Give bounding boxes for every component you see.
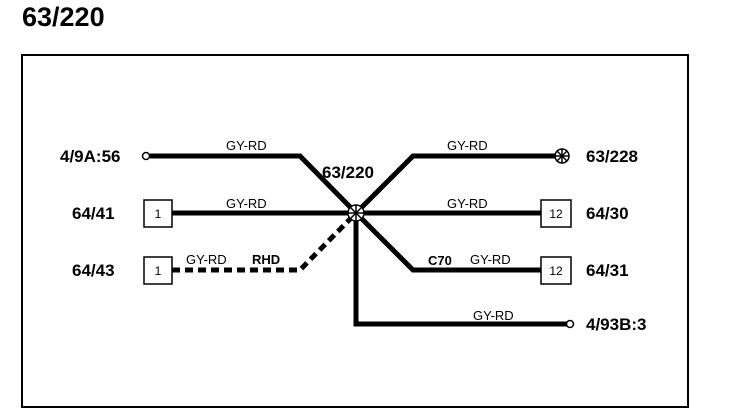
wire-64-43-color: GY-RD <box>186 252 227 267</box>
terminal-4-9a-icon[interactable] <box>141 151 151 161</box>
wire-64-30-color: GY-RD <box>447 196 488 211</box>
connector-4-9a-label: 4/9A:56 <box>60 147 120 166</box>
splice-label: 63/220 <box>322 163 374 182</box>
wire-64-31-color: GY-RD <box>470 252 511 267</box>
wire-64-43[interactable] <box>172 211 358 273</box>
wire-64-31-note: C70 <box>428 253 452 268</box>
connector-64-31-label: 64/31 <box>586 261 629 280</box>
connector-64-41-label: 64/41 <box>72 204 115 223</box>
connector-64-43-label: 64/43 <box>72 261 115 280</box>
connector-64-31-pin: 12 <box>549 264 563 278</box>
wire-4-93b[interactable] <box>353 213 567 327</box>
connector-64-41-box[interactable] <box>143 199 173 228</box>
diagram-frame <box>21 54 689 408</box>
connector-64-30-label: 64/30 <box>586 204 629 223</box>
wire-63-228-color: GY-RD <box>447 138 488 153</box>
lamp-63-228-icon[interactable] <box>554 148 570 164</box>
page-title: 63/220 <box>22 2 105 32</box>
connector-4-93b-label: 4/93B:3 <box>586 315 646 334</box>
wire-4-9a-color: GY-RD <box>226 138 267 153</box>
wire-4-93b-color: GY-RD <box>473 308 514 323</box>
wire-64-43-note: RHD <box>252 252 280 267</box>
connector-64-41-pin: 1 <box>155 207 162 221</box>
wire-64-41-color: GY-RD <box>226 196 267 211</box>
connector-64-30-pin: 12 <box>549 207 563 221</box>
wire-64-31[interactable] <box>354 211 541 273</box>
wire-4-9a[interactable] <box>150 153 358 215</box>
connector-64-30-box[interactable] <box>540 199 572 228</box>
connector-63-228-label: 63/228 <box>586 147 638 166</box>
terminal-4-93b-icon[interactable] <box>565 319 575 329</box>
connector-64-43-box[interactable] <box>143 256 173 285</box>
connector-64-31-box[interactable] <box>540 256 572 285</box>
splice-icon[interactable] <box>347 204 365 222</box>
wire-63-228[interactable] <box>354 153 556 215</box>
connector-64-43-pin: 1 <box>155 264 162 278</box>
